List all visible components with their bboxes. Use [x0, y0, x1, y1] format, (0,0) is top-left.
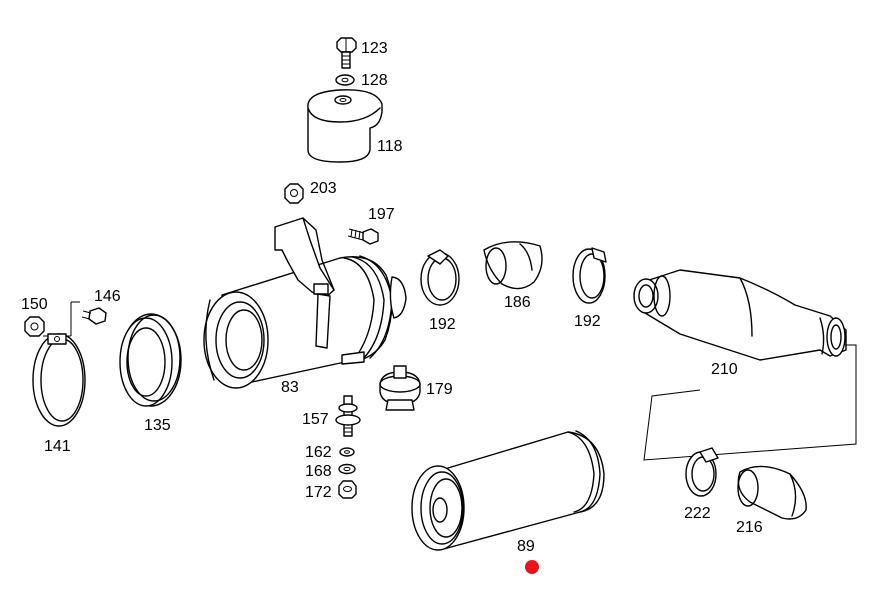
label-192-left: 192: [429, 316, 456, 333]
label-135: 135: [144, 417, 171, 434]
label-203: 203: [310, 180, 337, 197]
label-186: 186: [504, 294, 531, 311]
part-118-cap[interactable]: [307, 89, 383, 163]
label-141: 141: [44, 438, 71, 455]
label-146: 146: [94, 288, 121, 305]
part-157-stud[interactable]: [335, 395, 361, 437]
label-128: 128: [361, 72, 388, 89]
part-135-sealing-ring[interactable]: [119, 313, 182, 407]
part-168-spring-washer[interactable]: [338, 463, 356, 475]
label-210: 210: [711, 361, 738, 378]
label-216: 216: [736, 519, 763, 536]
label-192-right: 192: [574, 313, 601, 330]
part-162-washer[interactable]: [339, 447, 355, 457]
label-83: 83: [281, 379, 299, 396]
label-197: 197: [368, 206, 395, 223]
label-179: 179: [426, 381, 453, 398]
label-162: 162: [305, 444, 332, 461]
part-83-filter-housing[interactable]: [203, 217, 407, 389]
label-157: 157: [302, 411, 329, 428]
label-89: 89: [517, 538, 535, 555]
part-150-nut[interactable]: [24, 316, 45, 337]
part-123-bolt[interactable]: [336, 37, 357, 69]
part-89-filter-element[interactable]: [411, 430, 605, 551]
leader-line-210-222: [643, 344, 857, 461]
label-168: 168: [305, 463, 332, 480]
part-146-bolt[interactable]: [81, 307, 107, 325]
part-186-elbow-hose[interactable]: [483, 241, 543, 290]
part-192-hose-clamp-right[interactable]: [572, 247, 607, 304]
label-123: 123: [361, 40, 388, 57]
part-222-hose-clamp[interactable]: [685, 447, 719, 497]
highlight-marker-dot[interactable]: [525, 560, 539, 574]
part-179-rubber-mount[interactable]: [379, 365, 421, 411]
part-192-hose-clamp-left[interactable]: [420, 249, 460, 306]
label-172: 172: [305, 484, 332, 501]
label-222: 222: [684, 505, 711, 522]
part-216-elbow-hose[interactable]: [737, 465, 807, 520]
part-210-silencer[interactable]: [633, 269, 847, 361]
part-197-bolt[interactable]: [347, 228, 379, 245]
label-118: 118: [377, 138, 403, 155]
label-150: 150: [21, 296, 48, 313]
part-203-nut[interactable]: [284, 183, 304, 204]
part-141-hose-clamp[interactable]: [32, 333, 86, 427]
part-172-nut[interactable]: [338, 480, 357, 499]
part-128-spring-washer[interactable]: [335, 74, 355, 86]
